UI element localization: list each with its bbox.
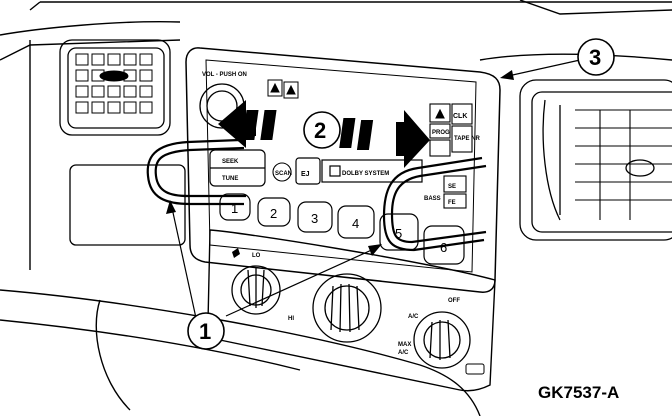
off-label: OFF — [448, 298, 460, 304]
left-air-vent — [59, 39, 186, 246]
right-arrow-icon — [339, 110, 430, 168]
callout-1-text: 1 — [199, 319, 211, 344]
temperature-knob — [312, 273, 382, 343]
fan-lo-label: LO — [252, 253, 261, 259]
eject-label: EJ — [301, 171, 310, 178]
preset-button-4 — [337, 205, 375, 239]
preset-button-1 — [219, 193, 251, 221]
radio-removal-tool-left — [146, 138, 246, 206]
preset-button-5 — [379, 213, 419, 251]
fan-hi-label: HI — [288, 316, 294, 322]
left-arrow-icon — [218, 100, 277, 148]
prog-label: PROG — [432, 130, 450, 136]
fan-icon — [232, 248, 240, 258]
figure-id: GK7537-A — [538, 383, 619, 402]
mode-knob — [413, 311, 471, 369]
dolby-label: DOLBY SYSTEM — [342, 171, 389, 177]
preset-label-1: 1 — [231, 201, 238, 216]
seek-tune-rocker — [209, 149, 266, 187]
tune-label: TUNE — [222, 176, 238, 182]
eject-buttons — [267, 79, 299, 99]
preset-label-6: 6 — [440, 240, 447, 255]
preset-label-4: 4 — [352, 216, 359, 231]
fan-knob — [231, 265, 281, 315]
preset-button-6 — [423, 225, 465, 265]
volume-label: VOL - PUSH ON — [202, 72, 247, 78]
callout-1: 1 — [187, 312, 225, 350]
bass-label: BASS — [424, 196, 441, 202]
radio-unit — [185, 47, 501, 293]
preset-button-3 — [297, 201, 333, 233]
right-buttons — [429, 103, 473, 209]
callout-3-text: 3 — [589, 45, 601, 70]
scan-label: SCAN — [275, 171, 292, 177]
scan-button — [272, 162, 292, 182]
callout-3: 3 — [577, 38, 615, 76]
preset-label-3: 3 — [311, 211, 318, 226]
preset-label-2: 2 — [270, 206, 277, 221]
se-label: SE — [448, 184, 456, 190]
right-air-vent — [519, 79, 672, 241]
radio-removal-tool-right — [382, 156, 487, 252]
defrost-icon — [465, 363, 485, 375]
seek-label: SEEK — [222, 159, 239, 165]
callout-2-text: 2 — [314, 118, 326, 143]
preset-buttons — [219, 193, 465, 265]
callout-2: 2 — [303, 111, 341, 149]
preset-button-2 — [257, 197, 291, 227]
cassette-slot — [295, 157, 423, 185]
tape-nr-label: TAPE NR — [454, 136, 481, 142]
ac-label: A/C — [408, 314, 419, 320]
callout-1-arrowheads — [166, 200, 382, 256]
callout-1-leaders — [171, 207, 377, 319]
preset-label-5: 5 — [395, 226, 402, 241]
clock-label: CLK — [453, 113, 467, 120]
fe-label: FE — [448, 200, 456, 206]
callout-3-leader — [500, 59, 581, 80]
